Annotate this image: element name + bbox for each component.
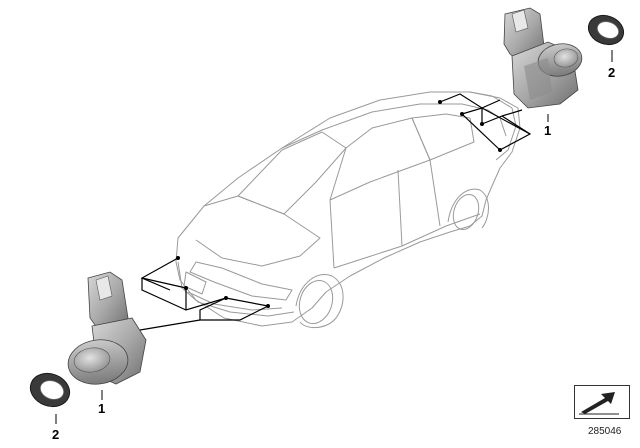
front-sensor-leader-lines xyxy=(139,257,269,331)
rear-sensor-leader-lines xyxy=(439,93,532,151)
rear-pdc-sensor xyxy=(503,7,583,109)
diagram-id: 285046 xyxy=(588,426,622,437)
direction-arrow-icon xyxy=(579,392,619,415)
callout-rear-ring: 2 xyxy=(608,65,616,80)
rear-sensor-points xyxy=(438,100,502,152)
callout-front-sensor: 1 xyxy=(98,401,106,416)
front-pdc-sensor xyxy=(67,271,147,385)
front-decoupling-ring xyxy=(29,372,71,408)
callout-rear-sensor: 1 xyxy=(544,123,552,138)
callout-front-ring: 2 xyxy=(52,427,60,442)
car-outline xyxy=(175,91,521,328)
diagram-reference-box xyxy=(574,385,630,419)
rear-decoupling-ring xyxy=(587,14,625,46)
callout-leaders xyxy=(55,50,613,424)
front-sensor-points xyxy=(176,256,270,308)
